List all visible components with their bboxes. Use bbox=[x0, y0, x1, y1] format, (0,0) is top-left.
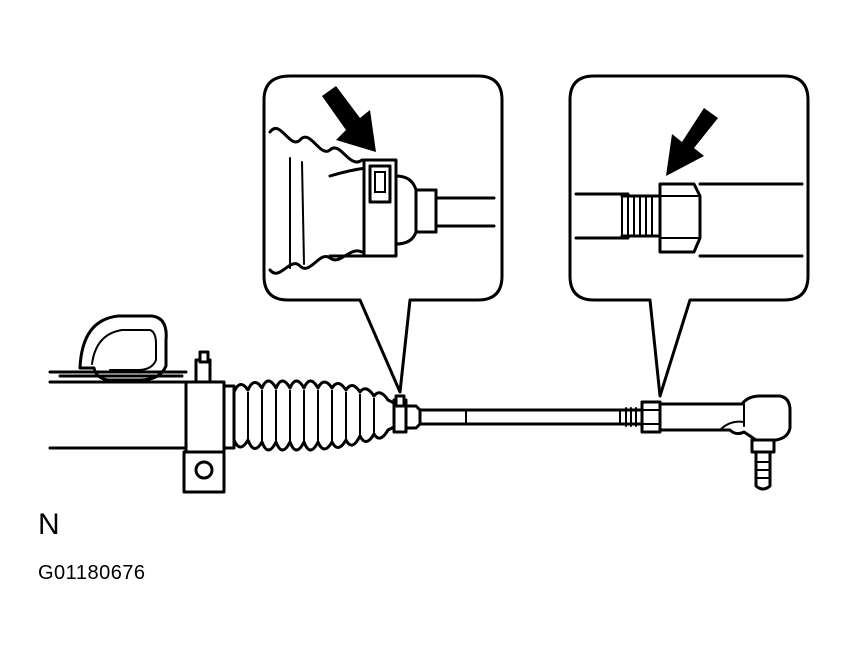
bellows-boot bbox=[232, 379, 398, 452]
lock-nut-detail bbox=[574, 182, 804, 258]
tie-rod-end bbox=[658, 394, 792, 491]
orientation-label: N bbox=[38, 508, 60, 541]
figure-code: G01180676 bbox=[38, 562, 146, 584]
mounting-block bbox=[184, 380, 226, 454]
tie-rod bbox=[418, 407, 642, 427]
rack-assembly bbox=[48, 314, 792, 494]
callout-boot-clamp bbox=[262, 74, 504, 394]
arrow-down-right-icon bbox=[322, 86, 376, 152]
callout-lock-nut bbox=[568, 74, 810, 398]
boot-clamp-detail bbox=[268, 127, 496, 275]
lock-nut bbox=[640, 400, 662, 434]
arrow-down-left-icon bbox=[666, 108, 718, 176]
